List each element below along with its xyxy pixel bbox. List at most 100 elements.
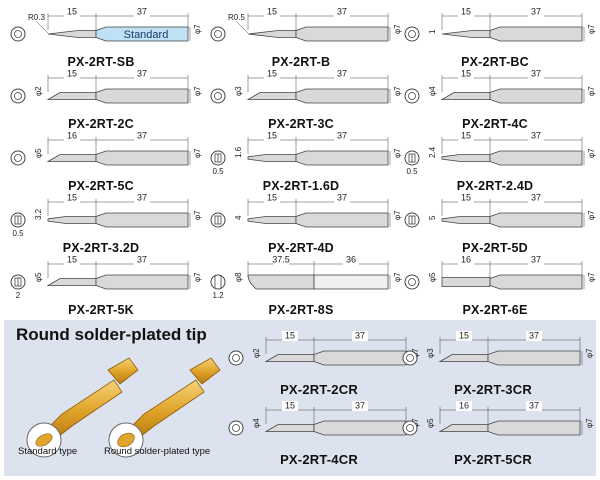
- body-diameter-label: φ7: [393, 272, 402, 282]
- body-diameter-label: φ7: [393, 148, 402, 158]
- tip-size-label: 4: [234, 215, 243, 220]
- tip-shaft: [440, 92, 491, 100]
- dimension-length-1: 15: [461, 7, 471, 17]
- tip-size-label: φ4: [252, 418, 261, 428]
- caption-standard: Standard type: [18, 446, 78, 457]
- dimension-length-1: 15: [461, 131, 471, 141]
- dimension-length-2: 37: [529, 401, 539, 411]
- end-view-icon: [402, 350, 418, 366]
- tip-size-label: 1.6: [234, 146, 243, 158]
- end-view-icon: [404, 88, 420, 104]
- tip-size-label: φ2: [252, 348, 261, 358]
- tip-body: [313, 274, 389, 290]
- body-diameter-label: φ7: [193, 24, 202, 34]
- tip-size-label: φ2: [34, 86, 43, 96]
- body-diameter-label: φ7: [193, 272, 202, 282]
- end-view-icon: [404, 274, 420, 290]
- dimension-length-2: 37: [137, 193, 147, 203]
- dimension-length-2: 37: [531, 69, 541, 79]
- dimension-length-2: 37: [337, 193, 347, 203]
- dimension-length-2: 37: [531, 131, 541, 141]
- tip-model-name: PX-2RT-5CR: [454, 452, 532, 467]
- tip-body: [313, 420, 407, 436]
- tip-model-name: PX-2RT-2.4D: [456, 179, 534, 193]
- body-diameter-label: φ7: [393, 86, 402, 96]
- tip-size-label: φ3: [426, 348, 435, 358]
- tip-model-name: PX-2RT-5K: [68, 303, 134, 317]
- tip-thickness-label: 2: [16, 291, 21, 300]
- tip-size-label: 1: [428, 29, 437, 34]
- tip-body: [295, 150, 389, 166]
- body-diameter-label: φ7: [585, 418, 594, 428]
- tip-size-label: φ5: [426, 418, 435, 428]
- tip-size-label: φ3: [234, 86, 243, 96]
- body-diameter-label: φ7: [193, 148, 202, 158]
- dimension-length-1: 15: [267, 193, 277, 203]
- end-view-icon: [10, 26, 26, 42]
- tip-body: [487, 350, 581, 366]
- dimension-length-2: 37: [355, 331, 365, 341]
- end-view-icon: [228, 350, 244, 366]
- dimension-length-2: 37: [337, 131, 347, 141]
- caption-round: Round solder-plated type: [104, 446, 211, 457]
- tip-model-name: PX-2RT-1.6D: [262, 179, 340, 193]
- dimension-length-2: 37: [531, 193, 541, 203]
- end-view-icon: [228, 420, 244, 436]
- tip-body: [489, 274, 583, 290]
- tip-body: [489, 26, 583, 42]
- tip-body: [489, 150, 583, 166]
- panel-title: Round solder-plated tip: [16, 325, 207, 344]
- dimension-length-2: 37: [137, 7, 147, 17]
- tip-size-label: φ5: [34, 272, 43, 282]
- tip-shaft: [264, 424, 315, 432]
- tip-model-name: PX-2RT-5C: [68, 179, 134, 193]
- tip-shaft: [441, 277, 491, 287]
- tip-size-label: φ4: [428, 86, 437, 96]
- tip-shaft: [441, 154, 491, 162]
- tip-model-name: PX-2RT-2CR: [280, 382, 358, 397]
- tip-model-name: PX-2RT-2C: [68, 117, 134, 131]
- tip-shaft: [246, 92, 297, 100]
- tip-body: [95, 212, 189, 228]
- dimension-length-1: 15: [285, 331, 295, 341]
- dimension-length-1: 15: [459, 331, 469, 341]
- end-view-icon: [404, 26, 420, 42]
- tip-shaft: [46, 154, 97, 162]
- end-view-icon: [210, 212, 226, 228]
- body-diameter-label: φ7: [393, 24, 402, 34]
- tip-body: [487, 420, 581, 436]
- tip-model-name: PX-2RT-8S: [268, 303, 334, 317]
- end-view-icon: [402, 420, 418, 436]
- end-view-icon: [10, 150, 26, 166]
- tip-shaft: [264, 354, 315, 362]
- tip-body: [95, 274, 189, 290]
- dimension-length-1: 15: [461, 69, 471, 79]
- dimension-length-2: 37: [337, 7, 347, 17]
- tip-shaft: [46, 92, 97, 100]
- body-diameter-label: φ7: [587, 148, 596, 158]
- dimension-length-1: 15: [67, 69, 77, 79]
- dimension-length-2: 37: [531, 7, 541, 17]
- dimension-length-1: 37.5: [272, 255, 290, 265]
- tip-body: [95, 26, 189, 42]
- tip-shaft: [247, 154, 297, 162]
